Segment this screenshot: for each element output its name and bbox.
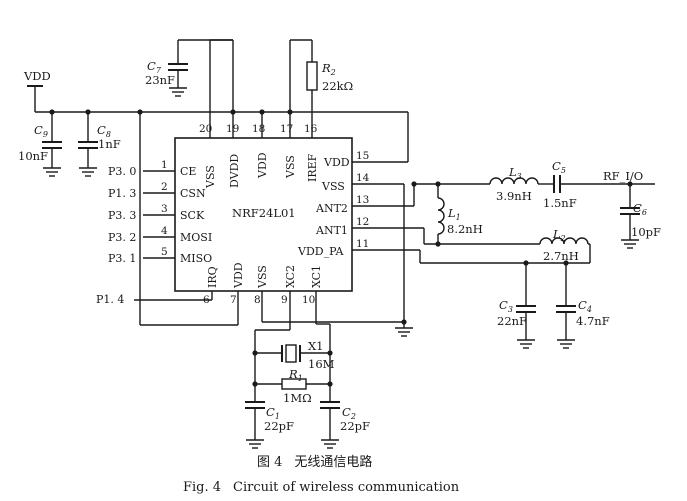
rf-network — [411, 175, 655, 349]
r1-ref: R1 — [288, 367, 303, 383]
pin-1-num: 1 — [161, 159, 168, 171]
pin-12-num: 12 — [356, 216, 369, 228]
resistor-r2 — [290, 39, 318, 138]
signal-p1-3: P1. 3 — [108, 187, 136, 200]
signal-p3-1: P3. 1 — [108, 252, 136, 265]
c5-value: 1.5nF — [543, 196, 577, 210]
r2-value: 22kΩ — [322, 79, 353, 93]
pin-8-name: VSS — [256, 265, 269, 289]
pin-17-name: VSS — [284, 155, 297, 179]
pin-miso: MISO — [180, 252, 212, 265]
pin-11-name: VDD_PA — [297, 245, 344, 258]
capacitor-c8 — [78, 112, 98, 177]
pin-9-num: 9 — [281, 294, 288, 306]
c4-value: 4.7nF — [576, 314, 610, 328]
pin-6-name: IRQ — [206, 266, 219, 288]
l3-value: 3.9nH — [496, 189, 532, 203]
pin-20-name: VSS — [204, 165, 217, 189]
x1-ref: X1 — [308, 339, 324, 353]
c2-ref: C2 — [342, 405, 356, 421]
pin-16-num: 16 — [304, 123, 318, 135]
c1-value: 22pF — [264, 419, 294, 433]
pin-8-num: 8 — [254, 294, 261, 306]
pin-csn: CSN — [180, 187, 206, 200]
l1-value: 8.2nH — [447, 222, 483, 236]
c3-value: 22nF — [497, 314, 527, 328]
pin-2-num: 2 — [161, 181, 168, 193]
r2-ref: R2 — [321, 61, 336, 77]
pin-13-name: ANT2 — [315, 202, 348, 215]
left-pins — [143, 170, 175, 259]
pin-16-name: IREF — [306, 153, 319, 182]
signal-p3-3: P3. 3 — [108, 209, 136, 222]
capacitor-c9 — [42, 112, 62, 177]
r1-value: 1MΩ — [283, 391, 312, 405]
c3-ref: C3 — [499, 298, 513, 314]
c9-ref: C9 — [34, 123, 48, 139]
l3-ref: L3 — [508, 165, 522, 181]
rail-junction-140 — [137, 109, 143, 115]
pin-14-num: 14 — [356, 172, 370, 184]
c2-value: 22pF — [340, 419, 370, 433]
vdd-rail — [27, 85, 409, 163]
chip-body — [174, 137, 353, 292]
pin-7-name: VDD — [232, 262, 245, 289]
pin-12-name: ANT1 — [315, 224, 348, 237]
pin-11-num: 11 — [356, 238, 369, 250]
bottom-pins — [134, 112, 404, 340]
pin-mosi: MOSI — [180, 231, 212, 244]
ground-junction — [401, 319, 407, 325]
pin-sck: SCK — [180, 209, 205, 222]
pin-13-num: 13 — [356, 194, 369, 206]
c8-ref: C8 — [97, 123, 111, 139]
signal-p3-0: P3. 0 — [108, 165, 136, 178]
pin-ce: CE — [180, 165, 196, 178]
pin-20-num: 20 — [199, 123, 212, 135]
rail-junctions — [49, 109, 293, 115]
crystal-network — [245, 330, 340, 449]
pin-15-num: 15 — [356, 150, 369, 162]
pin-9-name: XC2 — [284, 265, 297, 288]
pin-10-name: XC1 — [310, 265, 323, 288]
rf-io-label: RF_I/O — [603, 169, 643, 183]
c7-ref: C7 — [147, 59, 162, 75]
x1-value: 16M — [308, 357, 335, 371]
capacitor-c7 — [168, 39, 234, 138]
pin-6-num: 6 — [203, 294, 210, 306]
c6-ref: C6 — [633, 201, 647, 217]
l1-ref: L1 — [447, 206, 461, 222]
pin-15-name: VDD — [323, 156, 350, 169]
right-pins — [352, 183, 590, 337]
c4-ref: C4 — [578, 298, 592, 314]
signal-p1-4: P1. 4 — [96, 293, 124, 306]
pin-10-num: 10 — [302, 294, 315, 306]
c7-value: 23nF — [145, 73, 175, 87]
pin-4-num: 4 — [161, 225, 168, 237]
l2-ref: L2 — [552, 227, 566, 243]
pin-5-num: 5 — [161, 246, 168, 258]
pin-19-num: 19 — [226, 123, 239, 135]
pin-3-num: 3 — [161, 203, 168, 215]
top-pin-wires — [209, 39, 291, 138]
c5-ref: C5 — [552, 159, 566, 175]
pin-14-name: VSS — [321, 180, 345, 193]
l2-value: 2.7nH — [543, 249, 579, 263]
pin-17-num: 17 — [280, 123, 293, 135]
chip-name: NRF24L01 — [232, 206, 296, 220]
pin-7-num: 7 — [230, 294, 237, 306]
pin-19-name: DVDD — [228, 154, 241, 188]
c8-value: 1nF — [98, 137, 121, 151]
pin-18-num: 18 — [252, 123, 265, 135]
vdd-label: VDD — [23, 69, 51, 83]
c9-value: 10nF — [18, 149, 48, 163]
c6-value: 10pF — [631, 225, 661, 239]
pin-18-name: VDD — [256, 152, 269, 179]
c1-ref: C1 — [266, 405, 280, 421]
signal-p3-2: P3. 2 — [108, 231, 136, 244]
